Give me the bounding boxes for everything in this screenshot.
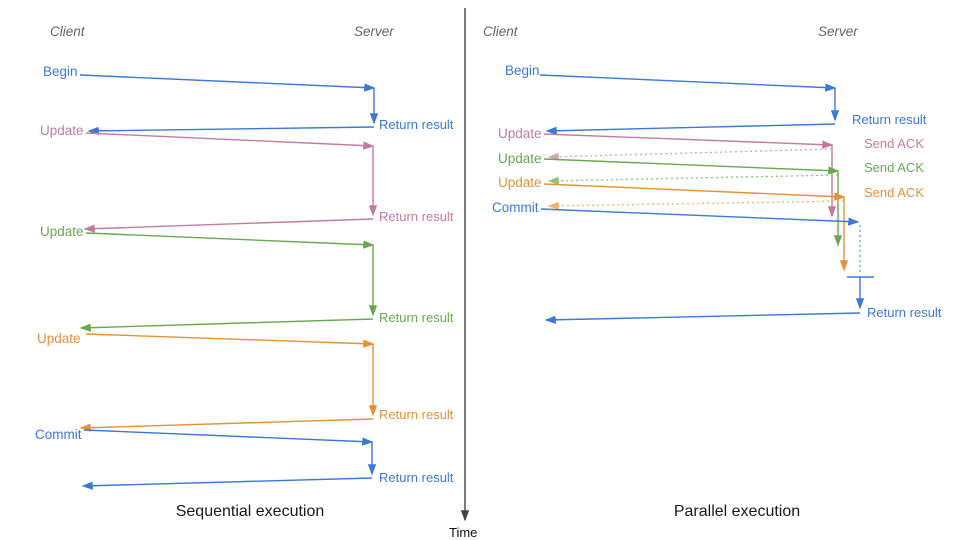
seq-begin-request-line <box>79 74 376 92</box>
seq-update2-request-line <box>85 232 375 249</box>
par-return-result1-label: Return result <box>852 112 927 127</box>
seq-return-result5-label: Return result <box>379 470 454 485</box>
par-commit-exchange <box>540 208 874 324</box>
seq-commit-exchange <box>81 429 377 490</box>
par-update1-request-line <box>543 133 834 149</box>
seq-update2-label: Update <box>40 224 84 239</box>
seq-client-lifeline-label: Client <box>50 24 85 39</box>
par-begin-request-line <box>539 74 837 92</box>
seq-return-result2-label: Return result <box>379 209 454 224</box>
par-commit-label: Commit <box>492 200 539 215</box>
seq-commit-return-line <box>81 477 373 490</box>
par-begin-return-line <box>545 123 836 135</box>
seq-return-result4-label: Return result <box>379 407 454 422</box>
seq-update2-exchange <box>79 232 378 332</box>
seq-return-result3-label: Return result <box>379 310 454 325</box>
par-begin-label: Begin <box>505 63 540 78</box>
seq-update1-exchange <box>83 132 378 233</box>
seq-update1-return-line <box>83 218 374 233</box>
seq-begin-return-line <box>87 126 375 136</box>
par-server-lifeline-label: Server <box>818 24 858 39</box>
seq-update1-label: Update <box>40 123 84 138</box>
par-update1-ack-line <box>547 148 833 161</box>
parallel-execution-caption: Parallel execution <box>673 503 801 520</box>
seq-server-lifeline-label: Server <box>354 24 394 39</box>
par-update3-ack-line <box>547 200 845 211</box>
seq-update3-request-line <box>85 333 375 348</box>
par-update2-label: Update <box>498 151 542 166</box>
seq-begin-exchange <box>79 74 379 136</box>
par-update3-exchange <box>543 183 849 272</box>
seq-commit-request-line <box>83 429 374 446</box>
seq-update3-return-line <box>79 418 374 432</box>
par-update2-ack-line <box>547 174 839 185</box>
par-commit-request-line <box>540 208 860 226</box>
seq-update3-exchange <box>79 333 378 432</box>
par-send-ack3-label: Send ACK <box>864 185 924 200</box>
par-update3-label: Update <box>498 175 542 190</box>
par-update2-request-line <box>543 158 840 175</box>
par-client-lifeline-label: Client <box>483 24 518 39</box>
par-update1-label: Update <box>498 126 542 141</box>
par-commit-return-line <box>544 312 861 324</box>
seq-update3-label: Update <box>37 331 81 346</box>
par-send-ack2-label: Send ACK <box>864 160 924 175</box>
par-return-result2-label: Return result <box>867 305 942 320</box>
seq-commit-label: Commit <box>35 427 82 442</box>
par-update1-exchange <box>543 133 837 218</box>
par-send-ack1-label: Send ACK <box>864 136 924 151</box>
seq-begin-label: Begin <box>43 64 78 79</box>
seq-update1-request-line <box>85 132 375 150</box>
par-begin-exchange <box>539 74 840 135</box>
time-axis-label: Time <box>449 525 478 540</box>
seq-return-result1-label: Return result <box>379 117 454 132</box>
seq-update2-return-line <box>79 318 374 332</box>
sequential-execution-caption: Sequential execution <box>175 503 325 520</box>
par-update2-exchange <box>543 158 843 247</box>
par-update3-request-line <box>543 183 846 201</box>
